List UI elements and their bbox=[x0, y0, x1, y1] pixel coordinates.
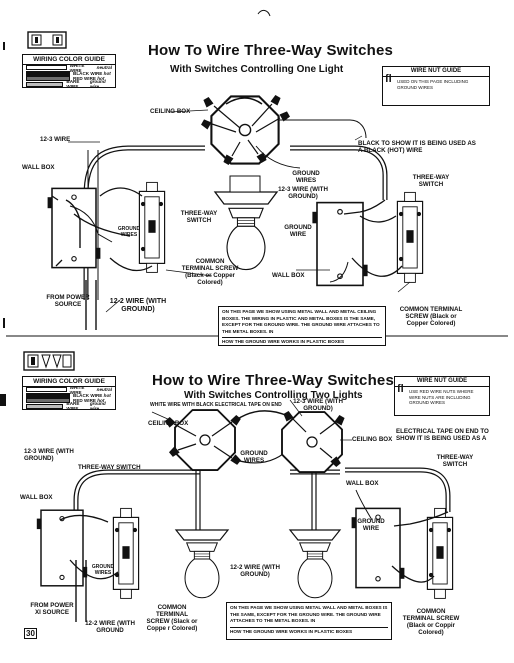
guide-row: BARE WIRE ground wire bbox=[23, 79, 115, 90]
wire-nut-text: USE RED WIRE NUTS WHERE WIRE NUTS ARE IN… bbox=[409, 389, 474, 405]
label-ground-wires: GROUND WIRES bbox=[292, 170, 320, 184]
guide-tag: hot bbox=[103, 70, 111, 76]
guide-tag: hot bbox=[97, 76, 105, 82]
note-body: ON THIS PAGE WE SHOW USING METAL WALL AN… bbox=[230, 605, 388, 623]
label-common-terminal-right: COMMON TERMINAL SCREW (Black or Copper C… bbox=[399, 306, 463, 327]
guide-label: BLACK WIRE bbox=[73, 70, 103, 76]
page-subtitle: With Switches Controlling One Light bbox=[170, 64, 344, 75]
guide-tag: ground wire bbox=[89, 79, 106, 90]
guide-row: BLACK WIRE hot bbox=[23, 392, 115, 399]
pen-mark bbox=[257, 9, 271, 17]
color-guide-heading: WIRING COLOR GUIDE bbox=[23, 377, 115, 387]
label-12-3-wire-left: 12-3 WIRE (WITH GROUND) bbox=[24, 448, 74, 462]
label-three-way-right: THREE-WAY SWITCH bbox=[412, 174, 450, 188]
edge-mark bbox=[3, 318, 5, 328]
edge-tab bbox=[0, 394, 6, 406]
wiring-color-guide-2: WIRING COLOR GUIDE WHITE WIRE neutral BL… bbox=[22, 376, 116, 412]
note-footer: HOW THE GROUND WIRE WORKS IN PLASTIC BOX… bbox=[230, 626, 388, 636]
guide-label: RED WIRE bbox=[73, 76, 96, 82]
guide-row: RED WIRE hot bbox=[23, 76, 115, 82]
label-ceiling-box: CEILING BOX bbox=[150, 108, 191, 115]
note-body: ON THIS PAGE WE SHOW USING METAL WALL AN… bbox=[222, 309, 380, 334]
edge-mark bbox=[3, 42, 5, 50]
label-from-power-2: FROM POWER XI SOURCE bbox=[30, 602, 74, 616]
label-12-2-wire: 12-2 WIRE (WITH GROUND) bbox=[109, 298, 167, 313]
label-common-terminal-right-2: COMMON TERMINAL SCREW (Black or Coppir C… bbox=[402, 608, 460, 636]
guide-label: BARE WIRE bbox=[66, 79, 80, 90]
guide-tag: ground wire bbox=[89, 401, 106, 412]
wiring-color-guide: WIRING COLOR GUIDE WHITE WIRE neutral BL… bbox=[22, 54, 116, 90]
label-ground-wires-left: GROUND WIRES bbox=[117, 226, 141, 238]
guide-row: BARE WIRE ground wire bbox=[23, 401, 115, 412]
wire-nut-icon: ﬂ bbox=[397, 383, 404, 395]
label-ceiling-box-right: CEILING BOX bbox=[352, 436, 393, 443]
guide-row: WHITE WIRE neutral bbox=[23, 384, 115, 395]
label-common-terminal-2: COMMON TERMINAL SCREW (Slack or Coppe r … bbox=[146, 604, 198, 632]
guide-tag: neutral bbox=[96, 387, 112, 393]
top-wiring-diagram bbox=[46, 94, 424, 330]
label-ground-wire: GROUND WIRE bbox=[284, 224, 312, 238]
note-footer: HOW THE GROUND WIRE WORKS IN PLASTIC BOX… bbox=[222, 337, 382, 346]
label-ceiling-box-left: CEILING BOX bbox=[148, 420, 189, 427]
label-electrical-tape: ELECTRICAL TAPE ON END TO SHOW IT IS BEI… bbox=[396, 428, 489, 442]
guide-label: WHITE WIRE bbox=[69, 384, 85, 395]
wire-nut-icon: ﬂ bbox=[385, 73, 392, 85]
guide-label: BARE WIRE bbox=[66, 401, 80, 412]
label-three-way-center: THREE-WAY SWITCH bbox=[180, 210, 218, 224]
label-three-way-right-2: THREE-WAY SWITCH bbox=[436, 454, 474, 468]
label-12-2-wire-left: 12-2 WIRE (WITH GROUND bbox=[85, 620, 135, 634]
guide-tag: hot bbox=[103, 392, 111, 398]
wire-nut-heading: WIRE NUT GUIDE bbox=[395, 377, 489, 387]
metal-box-note-2: ON THIS PAGE WE SHOW USING METAL WALL AN… bbox=[226, 602, 392, 640]
guide-label: BLACK WIRE bbox=[73, 392, 103, 398]
wire-nut-heading: WIRE NUT GUIDE bbox=[383, 67, 489, 77]
color-guide-heading: WIRING COLOR GUIDE bbox=[23, 55, 115, 65]
metal-box-note: ON THIS PAGE WE SHOW USING METAL WALL AN… bbox=[218, 306, 386, 346]
label-12-2-wire-center: 12-2 WIRE (WITH GROUND) bbox=[230, 564, 280, 578]
label-wall-box-center: WALL BOX bbox=[346, 480, 379, 487]
label-three-way-left: THREE-WAY SWITCH bbox=[78, 464, 141, 471]
switch-glyph-icon bbox=[27, 31, 67, 49]
label-tape-note: WHITE WIRE WITH BLACK ELECTRICAL TAPE ON… bbox=[150, 402, 282, 408]
label-ground-wires-left-2: GROUND WIRES bbox=[91, 564, 115, 576]
guide-row: RED WIRE hot bbox=[23, 398, 115, 404]
label-from-power: FROM POWER SOURCE bbox=[46, 294, 90, 308]
label-12-3-wire-center: 12-3 WIRE (WITH GROUND) bbox=[278, 186, 328, 200]
switch-glyph-icon bbox=[23, 351, 75, 371]
guide-tag: hot bbox=[97, 398, 105, 404]
label-black-note: BLACK TO SHOW IT IS BEING USED AS A BLAC… bbox=[358, 140, 476, 154]
guide-row: BLACK WIRE hot bbox=[23, 70, 115, 77]
page-number: 30 bbox=[24, 628, 37, 639]
label-wall-box-left: WALL BOX bbox=[22, 164, 55, 171]
label-ground-wires-2: GROUND WIRES bbox=[240, 450, 268, 464]
label-12-3-wire-top: 12-3 WIRE (WITH GROUND) bbox=[293, 398, 343, 412]
guide-label: RED WIRE bbox=[73, 398, 96, 404]
label-12-3-wire: 12-3 WIRE bbox=[40, 136, 71, 143]
page-title: How To Wire Three-Way Switches bbox=[148, 42, 394, 59]
guide-label: WHITE WIRE bbox=[69, 62, 85, 73]
label-wall-box-right: WALL BOX bbox=[272, 272, 305, 279]
label-ground-wire-2: GROUND WIRE bbox=[357, 518, 385, 532]
page-subtitle-2: With Switches Controlling Two Lights bbox=[184, 390, 363, 401]
label-wall-box-left-2: WALL BOX bbox=[20, 494, 53, 501]
wire-nut-text: USED ON THIS PAGE INCLUDING GROUND WIRES bbox=[397, 79, 469, 90]
page-title-2: How to Wire Three-Way Switches bbox=[152, 372, 395, 389]
bottom-wiring-diagram bbox=[36, 399, 454, 622]
guide-row: WHITE WIRE neutral bbox=[23, 62, 115, 73]
guide-tag: neutral bbox=[96, 65, 112, 71]
label-common-terminal: COMMON TERMINAL SCREW (Black or Copper C… bbox=[181, 258, 239, 286]
